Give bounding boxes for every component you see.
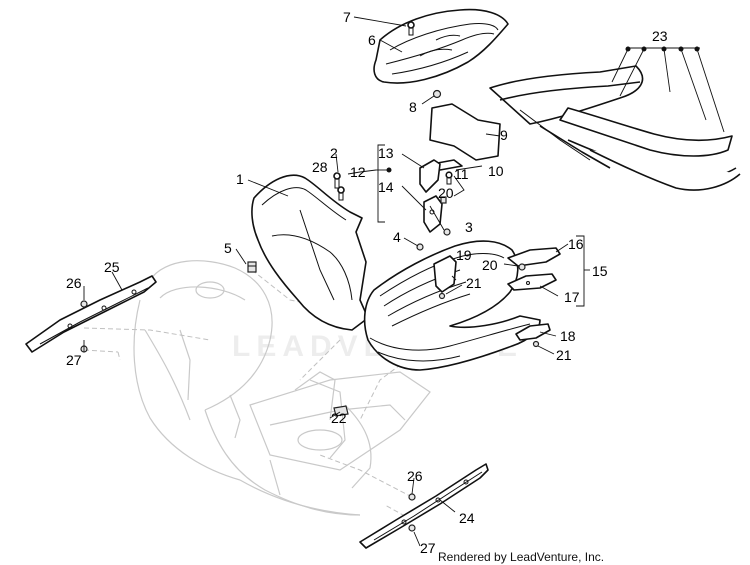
callout-12[interactable]: 12: [350, 164, 366, 180]
callout-9[interactable]: 9: [500, 127, 508, 143]
callout-22[interactable]: 22: [331, 410, 347, 426]
leader-lines: [83, 16, 569, 547]
rubber-strips-23[interactable]: [489, 65, 741, 191]
callout-26-right[interactable]: 26: [407, 468, 423, 484]
bolt-5[interactable]: [247, 261, 257, 273]
bolt-20-upper[interactable]: [440, 196, 447, 204]
side-strip-25[interactable]: [25, 275, 157, 353]
screw-28[interactable]: [337, 186, 345, 201]
callout-10[interactable]: 10: [488, 163, 504, 179]
callout-20-lower[interactable]: 20: [482, 257, 498, 273]
callout-25[interactable]: 25: [104, 259, 120, 275]
callout-6[interactable]: 6: [368, 32, 376, 48]
callout-21-a[interactable]: 21: [466, 275, 482, 291]
callout-23[interactable]: 23: [652, 28, 668, 44]
screw-26-right[interactable]: [408, 493, 416, 501]
callout-2[interactable]: 2: [330, 145, 338, 161]
footer-credit: Rendered by LeadVenture, Inc.: [438, 550, 605, 564]
screw-11[interactable]: [445, 171, 453, 185]
callout-5[interactable]: 5: [224, 240, 232, 256]
nut-21-a[interactable]: [438, 292, 446, 300]
screw-4[interactable]: [416, 243, 424, 251]
plate-9[interactable]: [429, 103, 501, 161]
screw-7[interactable]: [407, 21, 415, 36]
callout-27-right[interactable]: 27: [420, 540, 436, 556]
footrest-mat-part[interactable]: [373, 8, 509, 84]
callout-8[interactable]: 8: [409, 99, 417, 115]
callout-1[interactable]: 1: [236, 171, 244, 187]
bracket-18[interactable]: [515, 323, 551, 341]
callout-18[interactable]: 18: [560, 328, 576, 344]
footboard-part[interactable]: [363, 240, 541, 371]
group-bracket-23: [611, 46, 725, 133]
callout-14[interactable]: 14: [378, 179, 394, 195]
callout-15[interactable]: 15: [592, 263, 608, 279]
callout-4[interactable]: 4: [393, 229, 401, 245]
callout-3[interactable]: 3: [465, 219, 473, 235]
group-bracket-15: [576, 235, 590, 307]
callout-labels: 1 2 3 4 5 6 7 8 9 10 11 12 13 14 15 16 1…: [66, 9, 668, 556]
scooter-frame-outline: [133, 260, 431, 516]
screw-2[interactable]: [333, 172, 341, 189]
leg-shield-part[interactable]: [251, 174, 369, 331]
trim-16[interactable]: [507, 247, 561, 267]
nut-21-b[interactable]: [532, 340, 540, 348]
callout-7[interactable]: 7: [343, 9, 351, 25]
callout-13[interactable]: 13: [378, 145, 394, 161]
screw-27-right[interactable]: [408, 524, 416, 532]
screw-26-left[interactable]: [80, 300, 88, 308]
nut-20-lower[interactable]: [518, 263, 526, 271]
bracket-19[interactable]: [433, 255, 457, 293]
side-strip-24[interactable]: [359, 463, 489, 549]
trim-17[interactable]: [507, 273, 557, 291]
callout-27-left[interactable]: 27: [66, 352, 82, 368]
screw-3[interactable]: [443, 228, 451, 236]
cover-13[interactable]: [419, 159, 441, 193]
callout-17[interactable]: 17: [564, 289, 580, 305]
callout-24[interactable]: 24: [459, 510, 475, 526]
bracket-14[interactable]: [423, 195, 443, 233]
callout-21-b[interactable]: 21: [556, 347, 572, 363]
callout-28[interactable]: 28: [312, 159, 328, 175]
nut-8[interactable]: [432, 89, 442, 99]
callout-11[interactable]: 11: [454, 166, 469, 182]
callout-26-left[interactable]: 26: [66, 275, 82, 291]
callout-20-upper[interactable]: 20: [438, 185, 454, 201]
callout-19[interactable]: 19: [456, 247, 472, 263]
group-bracket-12: [376, 144, 392, 223]
callout-16[interactable]: 16: [568, 236, 584, 252]
